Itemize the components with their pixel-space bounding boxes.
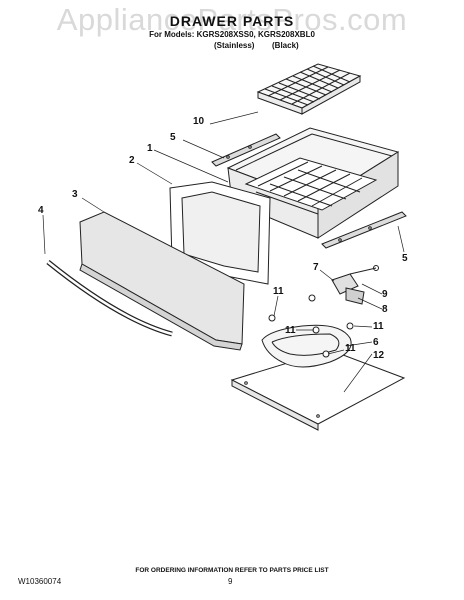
page-title: DRAWER PARTS [169, 13, 295, 29]
callout-4: 4 [38, 205, 44, 216]
broiler-rack [256, 63, 362, 115]
callout-2: 2 [129, 155, 135, 166]
spark-electrode [331, 265, 379, 305]
callout-11-left: 11 [285, 325, 296, 336]
callout-5-left: 5 [170, 132, 176, 143]
watermark-text: AppliancePartsPros.com [56, 2, 408, 37]
callout-5-right: 5 [402, 253, 408, 264]
callout-11-lower: 11 [345, 343, 356, 354]
callout-1: 1 [147, 143, 153, 154]
callout-12: 12 [373, 350, 385, 361]
drawer-pan [226, 127, 400, 239]
callout-11-right: 11 [373, 321, 384, 332]
callout-8: 8 [382, 304, 388, 315]
callout-6: 6 [373, 337, 379, 348]
drawer-handle-highlight [47, 261, 173, 336]
variant-black-label: (Black) [272, 41, 299, 50]
callout-10: 10 [193, 116, 205, 127]
variant-stainless-label: (Stainless) [214, 41, 255, 50]
callout-3: 3 [72, 189, 78, 200]
ordering-note: FOR ORDERING INFORMATION REFER TO PARTS … [135, 567, 329, 574]
callout-11-top: 11 [273, 286, 284, 297]
callout-9: 9 [382, 289, 388, 300]
document-number: W10360074 [18, 577, 62, 586]
model-list: For Models: KGRS208XSS0, KGRS208XBL0 [149, 30, 315, 39]
drawer-slide-right [321, 211, 407, 249]
leader-lines [42, 111, 405, 393]
drawer-slide-left [211, 133, 281, 167]
burner-element [261, 324, 352, 368]
callout-7: 7 [313, 262, 319, 273]
page-number: 9 [228, 577, 233, 586]
